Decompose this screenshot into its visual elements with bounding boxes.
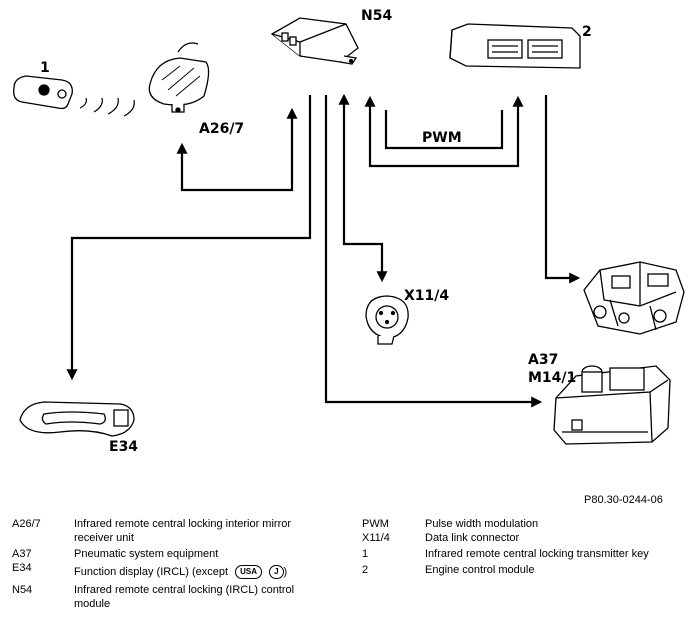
- line-pwm-outer: [364, 95, 524, 168]
- legend-item: E34 Function display (IRCL) (except USA …: [12, 561, 342, 583]
- legend-item: X11/4 Data link connector: [362, 531, 682, 547]
- line-n54-to-a26-7: [176, 107, 298, 192]
- legend-code: 1: [362, 548, 369, 560]
- legend-text: Function display (IRCL) (except USA J): [74, 565, 288, 580]
- legend-text: Infrared remote central locking (IRCL) c…: [74, 584, 295, 610]
- n54-control-module-icon: [270, 17, 359, 65]
- legend-item: 2 Engine control module: [362, 563, 682, 577]
- legend-right: PWM Pulse width modulation X11/4 Data li…: [362, 517, 682, 577]
- label-key: 1: [40, 60, 50, 76]
- label-pwm: PWM: [422, 130, 462, 146]
- legend-code: N54: [12, 584, 33, 596]
- label-a37: A37: [528, 352, 558, 368]
- legend-item: A37 Pneumatic system equipment: [12, 547, 342, 561]
- legend-item: N54 Infrared remote central locking (IRC…: [12, 583, 342, 613]
- legend-item: PWM Pulse width modulation: [362, 517, 682, 531]
- label-x11-4: X11/4: [404, 288, 449, 304]
- legend-text: Infrared remote central locking interior…: [74, 518, 292, 544]
- engine-icon: [583, 261, 685, 335]
- japan-badge: J: [269, 565, 284, 580]
- legend-item: 1 Infrared remote central locking transm…: [362, 547, 682, 563]
- legend-code: PWM: [362, 518, 389, 530]
- legend-code: X11/4: [362, 532, 390, 544]
- label-e34: E34: [109, 439, 138, 455]
- figure-reference: P80.30-0244-06: [584, 494, 663, 506]
- label-n54: N54: [361, 8, 392, 24]
- label-ecm: 2: [582, 24, 592, 40]
- pneumatic-pump-icon: [553, 365, 671, 445]
- legend-text: Infrared remote central locking transmit…: [425, 548, 649, 560]
- infrared-signal-icon: [79, 97, 135, 117]
- legend-left: A26/7 Infrared remote central locking in…: [12, 517, 342, 613]
- legend-text: Pneumatic system equipment: [74, 548, 219, 560]
- line-pwm-inner: [384, 110, 504, 150]
- door-handle-icon: [19, 401, 135, 437]
- legend-item: A26/7 Infrared remote central locking in…: [12, 517, 342, 547]
- transmitter-key-icon: [13, 75, 73, 110]
- legend-code: 2: [362, 564, 369, 576]
- interior-mirror-receiver-icon: [148, 42, 210, 113]
- legend-text: Data link connector: [425, 532, 520, 544]
- usa-badge: USA: [235, 565, 263, 580]
- legend-text: Pulse width modulation: [425, 518, 539, 530]
- line-n54-to-x11-4: [338, 93, 388, 283]
- data-link-connector-icon: [365, 295, 409, 345]
- engine-control-module-icon: [449, 23, 581, 69]
- label-a26-7: A26/7: [199, 121, 244, 137]
- label-m14-1: M14/1: [528, 370, 576, 386]
- line-n54-to-e34: [66, 95, 312, 381]
- legend-code: A37: [12, 548, 32, 560]
- line-n54-to-a37: [324, 95, 543, 408]
- legend-code: A26/7: [12, 518, 41, 530]
- legend-text: Engine control module: [425, 564, 535, 576]
- system-diagram: N54 2 1 A26/7: [13, 8, 685, 455]
- legend-code: E34: [12, 562, 32, 574]
- signal-lines: [66, 93, 581, 408]
- line-ecm-to-engine: [544, 95, 581, 284]
